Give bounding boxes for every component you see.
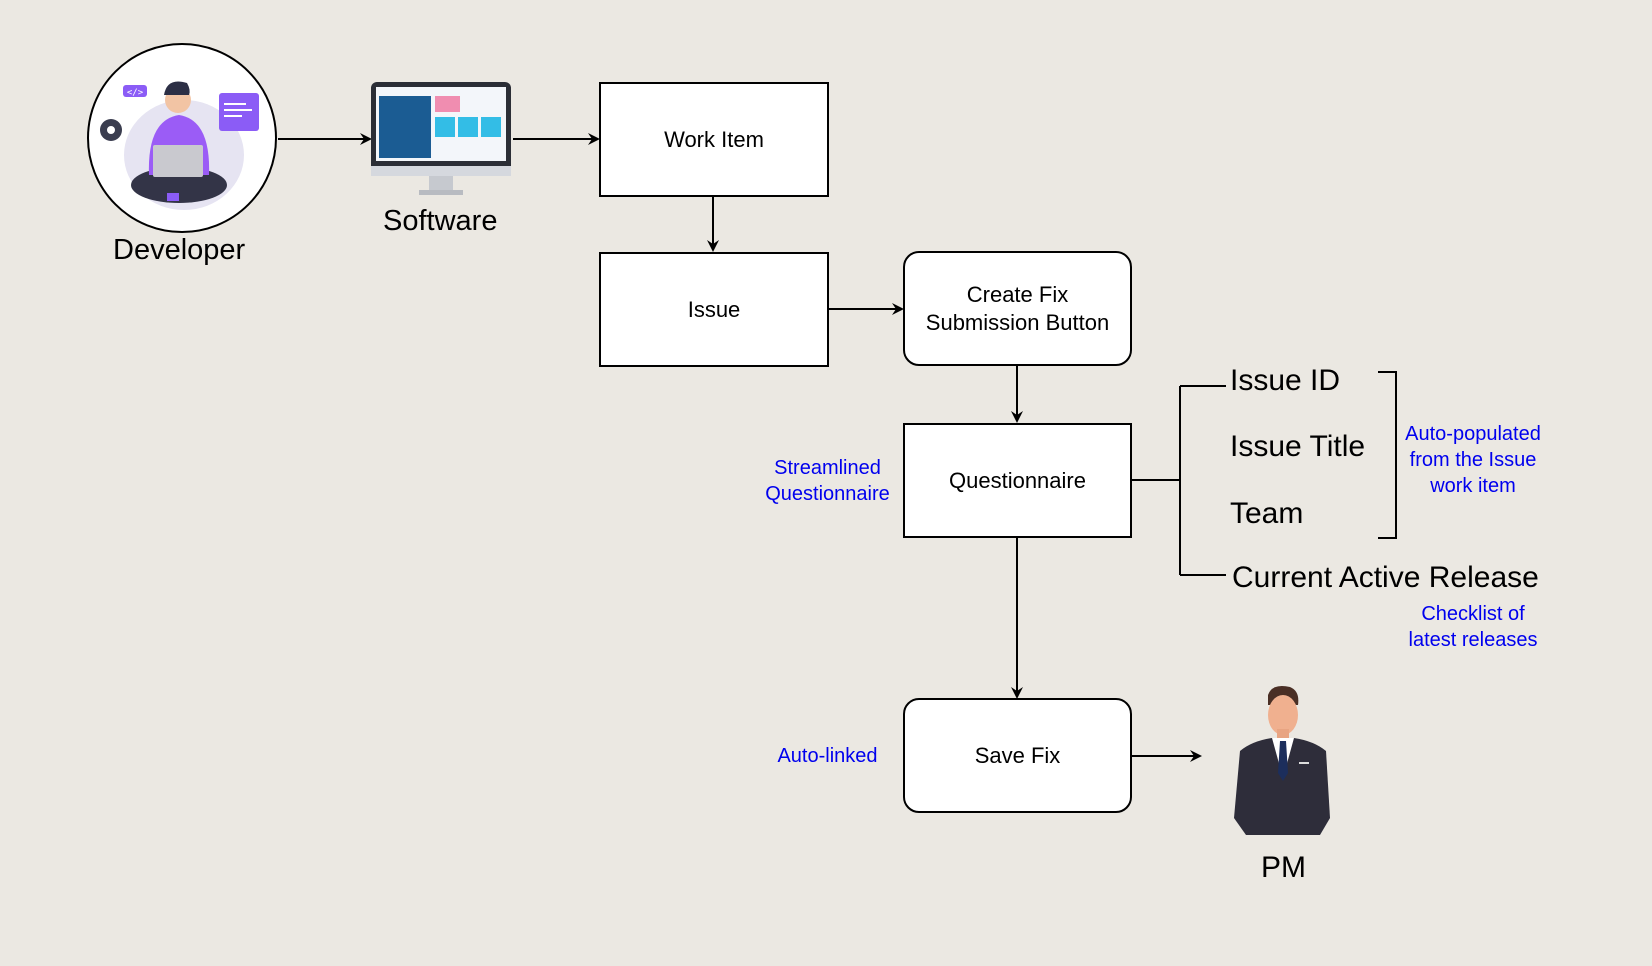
field-issue-id: Issue ID (1230, 364, 1341, 397)
create-fix-label-line1: Create Fix (966, 281, 1069, 307)
note-checklist: Checklist of latest releases (1398, 601, 1548, 653)
field-team: Team (1230, 497, 1304, 530)
note-line: Checklist of (1421, 603, 1525, 625)
monitor-icon (371, 82, 511, 195)
svg-text:</>: </> (127, 88, 144, 98)
note-line: Questionnaire (765, 483, 890, 505)
note-auto-linked: Auto-linked (777, 745, 878, 767)
note-line: Auto-populated (1405, 423, 1541, 445)
issue-label: Issue (687, 296, 741, 322)
create-fix-label-line2: Submission Button (925, 309, 1110, 335)
save-fix-box: Save Fix (903, 698, 1132, 813)
note-line: work item (1430, 475, 1516, 497)
developer-label: Developer (113, 234, 246, 266)
questionnaire-box: Questionnaire (903, 423, 1132, 538)
save-fix-label: Save Fix (974, 742, 1061, 768)
create-fix-submission-button[interactable]: Create Fix Submission Button (903, 251, 1132, 366)
pm-label: PM (1261, 851, 1306, 884)
bracket (1378, 371, 1397, 539)
note-line: latest releases (1408, 629, 1538, 651)
work-item-label: Work Item (664, 126, 764, 152)
field-current-active-release: Current Active Release (1232, 561, 1539, 594)
note-line: Streamlined (774, 457, 881, 479)
businessman-icon (1234, 686, 1330, 835)
questionnaire-label: Questionnaire (949, 467, 1086, 493)
field-issue-title: Issue Title (1230, 430, 1366, 463)
software-label: Software (383, 205, 498, 237)
developer-avatar: </> (87, 43, 277, 233)
issue-box: Issue (599, 252, 829, 367)
work-item-box: Work Item (599, 82, 829, 197)
note-streamlined-questionnaire: Streamlined Questionnaire (755, 455, 900, 507)
note-line: from the Issue (1409, 449, 1537, 471)
tree-connector (1132, 385, 1226, 576)
developer-icon: </> (100, 81, 259, 210)
note-auto-populated: Auto-populated from the Issue work item (1398, 421, 1548, 499)
